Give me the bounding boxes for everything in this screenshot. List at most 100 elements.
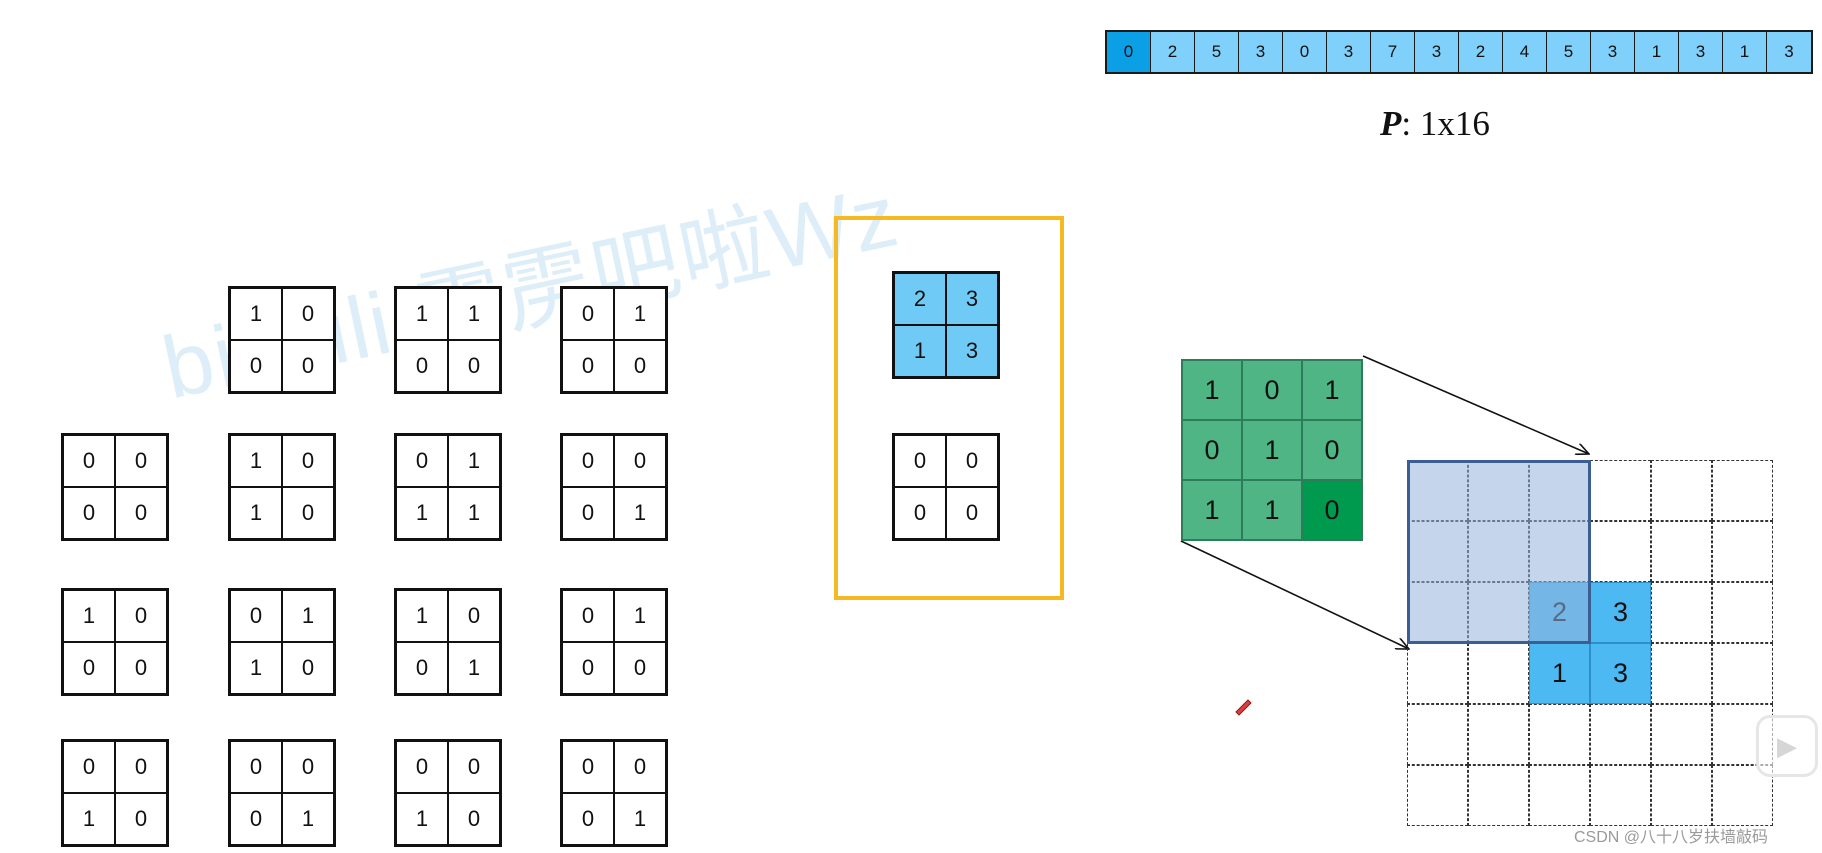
kernel-cell: 1: [1182, 360, 1242, 420]
p-cell: 5: [1547, 32, 1591, 72]
grid-cell: 1: [448, 289, 499, 340]
p-caption-size: : 1x16: [1401, 104, 1490, 143]
grid-cell: 0: [64, 436, 115, 487]
kernel-cell: 0: [1242, 360, 1302, 420]
p-cell: 1: [1723, 32, 1767, 72]
grid-cell: 0: [397, 340, 448, 391]
grid-cell: 0: [282, 436, 333, 487]
grid-cell: 0: [64, 742, 115, 793]
feature-map-cell: [1590, 460, 1651, 521]
p-cell: 2: [1459, 32, 1503, 72]
kernel-cell: 1: [1302, 360, 1362, 420]
pen-cursor-icon: [1235, 699, 1252, 716]
grid-cell: 2: [895, 274, 946, 325]
grid-cell: 0: [231, 340, 282, 391]
grid-cell: 0: [448, 742, 499, 793]
grid-cell: 1: [231, 487, 282, 538]
grid-cell: 0: [115, 436, 166, 487]
feature-map-cell: [1529, 704, 1590, 765]
grid-cell: 1: [614, 289, 665, 340]
grid-cell: 0: [397, 742, 448, 793]
feature-map-cell: [1407, 643, 1468, 704]
p-cell: 0: [1283, 32, 1327, 72]
grid-cell: 0: [64, 642, 115, 693]
grid-cell: 3: [946, 325, 997, 376]
grid-cell: 1: [64, 591, 115, 642]
credit-text: CSDN @八十八岁扶墙敲码: [1574, 829, 1769, 846]
grid-cell: 0: [115, 742, 166, 793]
feature-map-cell: [1407, 704, 1468, 765]
p-vector-strip: 0 2 5 3 0 3 7 3 2 4 5 3 1 3 1 3: [1105, 30, 1813, 74]
grid-cell: 0: [231, 591, 282, 642]
grid-cell: 1: [614, 487, 665, 538]
grid-cell: 1: [231, 436, 282, 487]
grid-cell: 0: [115, 591, 166, 642]
receptive-field-highlight: [1407, 460, 1591, 644]
feature-map-cell: [1468, 704, 1529, 765]
grid-cell: 1: [397, 591, 448, 642]
grid-cell: 1: [64, 793, 115, 844]
pattern-grid: 0 1 1 0: [228, 588, 336, 696]
grid-cell: 0: [563, 436, 614, 487]
grid-cell: 1: [614, 591, 665, 642]
pattern-grid: 0 0 1 0: [61, 739, 169, 847]
p-cell: 5: [1195, 32, 1239, 72]
feature-map-cell: [1712, 765, 1773, 826]
pattern-grid: 0 0 0 0: [61, 433, 169, 541]
grid-cell: 1: [895, 325, 946, 376]
grid-cell: 0: [614, 436, 665, 487]
kernel-cell: 1: [1242, 480, 1302, 540]
grid-cell: 0: [563, 591, 614, 642]
grid-cell: 0: [563, 487, 614, 538]
grid-cell: 1: [231, 642, 282, 693]
feature-map-cell: [1712, 460, 1773, 521]
feature-map-cell: [1712, 521, 1773, 582]
pattern-grid: 0 0 0 1: [560, 739, 668, 847]
pattern-grid: 1 1 0 0: [394, 286, 502, 394]
grid-cell: 1: [397, 793, 448, 844]
p-cell: 3: [1679, 32, 1723, 72]
grid-cell: 0: [282, 742, 333, 793]
grid-cell: 0: [282, 289, 333, 340]
kernel-cell: 0: [1302, 420, 1362, 480]
grid-cell: 0: [115, 642, 166, 693]
feature-map-cell: [1407, 765, 1468, 826]
feature-map-cell: [1590, 521, 1651, 582]
p-cell: 0: [1107, 32, 1151, 72]
play-button[interactable]: ▶: [1756, 715, 1818, 777]
pattern-grid: 0 1 1 1: [394, 433, 502, 541]
grid-cell: 0: [614, 340, 665, 391]
selection-frame: [834, 216, 1064, 600]
grid-cell: 0: [614, 642, 665, 693]
grid-cell: 0: [448, 793, 499, 844]
p-cell: 3: [1239, 32, 1283, 72]
p-cell: 3: [1415, 32, 1459, 72]
grid-cell: 3: [946, 274, 997, 325]
pattern-grid: 0 0 0 1: [228, 739, 336, 847]
grid-cell: 0: [563, 289, 614, 340]
grid-cell: 0: [563, 642, 614, 693]
p-cell: 3: [1591, 32, 1635, 72]
p-cell: 1: [1635, 32, 1679, 72]
p-vector-caption: P: 1x16: [1380, 104, 1490, 144]
feature-map-cell: [1590, 704, 1651, 765]
grid-cell: 0: [115, 793, 166, 844]
kernel-cell: 1: [1182, 480, 1242, 540]
feature-map-cell: [1651, 704, 1712, 765]
grid-cell: 1: [397, 487, 448, 538]
grid-cell: 0: [946, 487, 997, 538]
grid-cell: 1: [614, 793, 665, 844]
pattern-grid: 0 0 0 1: [560, 433, 668, 541]
feature-map-cell: [1651, 765, 1712, 826]
grid-cell: 0: [231, 742, 282, 793]
p-cell: 2: [1151, 32, 1195, 72]
arrow-top: [1362, 355, 1589, 454]
grid-cell: 1: [282, 591, 333, 642]
feature-map-cell: [1651, 460, 1712, 521]
grid-cell: 0: [946, 436, 997, 487]
grid-cell: 0: [282, 340, 333, 391]
grid-cell: 1: [448, 487, 499, 538]
selected-grid-highlighted: 2 3 1 3: [892, 271, 1000, 379]
grid-cell: 0: [282, 487, 333, 538]
pattern-grid: 1 0 0 1: [394, 588, 502, 696]
